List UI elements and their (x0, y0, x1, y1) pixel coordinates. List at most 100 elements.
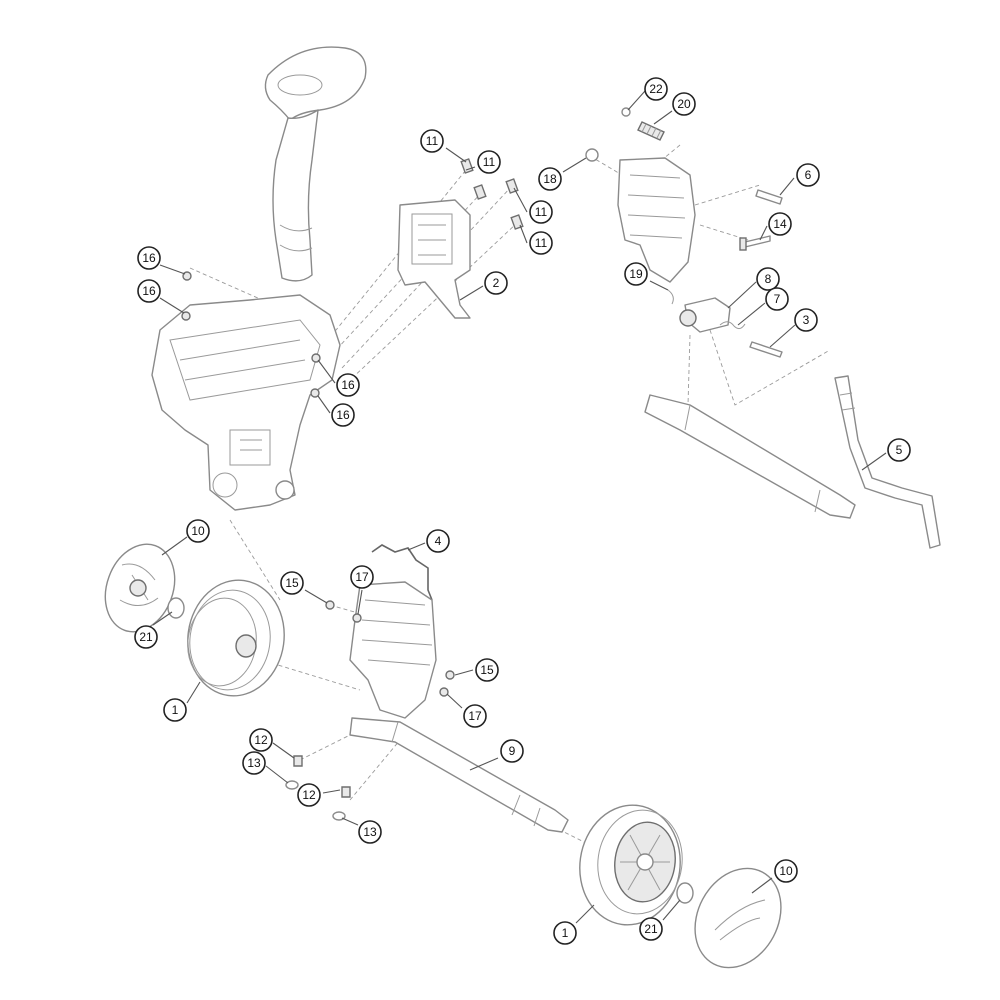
leader-lines (152, 90, 887, 924)
callout-21[interactable]: 21 (639, 917, 663, 941)
callout-17[interactable]: 17 (350, 565, 374, 589)
gear-housing (151, 294, 341, 511)
callout-10[interactable]: 10 (186, 519, 210, 543)
callout-15[interactable]: 15 (475, 658, 499, 682)
svg-text:15: 15 (285, 576, 299, 590)
svg-text:13: 13 (247, 756, 261, 770)
callout-17[interactable]: 17 (463, 704, 487, 728)
svg-text:5: 5 (896, 443, 903, 457)
callout-5[interactable]: 5 (887, 438, 911, 462)
callouts: 22 20 11 11 18 11 11 6 14 16 2 19 8 16 7… (134, 77, 911, 945)
upper-axle-tube (644, 394, 856, 519)
svg-text:11: 11 (535, 236, 548, 250)
svg-text:11: 11 (483, 155, 496, 169)
svg-text:9: 9 (509, 744, 516, 758)
washer-left-part-21 (167, 597, 185, 619)
callout-14[interactable]: 14 (768, 212, 792, 236)
callout-16[interactable]: 16 (336, 373, 360, 397)
spring-part-20 (637, 121, 665, 141)
washer-right-part-21 (676, 882, 694, 904)
handle-grip (264, 46, 367, 121)
clip-part-19 (667, 289, 674, 305)
svg-text:3: 3 (803, 313, 810, 327)
svg-text:10: 10 (779, 864, 793, 878)
svg-text:12: 12 (254, 733, 268, 747)
svg-text:1: 1 (562, 926, 569, 940)
svg-text:21: 21 (644, 922, 658, 936)
svg-text:11: 11 (535, 205, 548, 219)
screw-part-15-lower (445, 670, 455, 680)
callout-6[interactable]: 6 (796, 163, 820, 187)
callout-2[interactable]: 2 (484, 271, 508, 295)
axle-part-9 (349, 717, 569, 833)
screws-part-12 (293, 755, 351, 798)
callout-22[interactable]: 22 (644, 77, 668, 101)
spring-part-7 (719, 321, 746, 330)
wheel-left-part-1 (187, 579, 285, 697)
callout-20[interactable]: 20 (672, 92, 696, 116)
svg-text:7: 7 (774, 292, 781, 306)
callout-21[interactable]: 21 (134, 625, 158, 649)
svg-text:17: 17 (355, 570, 369, 584)
screw-part-15-upper (325, 600, 335, 610)
callout-16[interactable]: 16 (137, 279, 161, 303)
handle-stem (272, 109, 319, 282)
callout-9[interactable]: 9 (500, 739, 524, 763)
pin-part-3 (749, 341, 783, 358)
callout-4[interactable]: 4 (426, 529, 450, 553)
svg-text:16: 16 (142, 251, 156, 265)
callout-3[interactable]: 3 (794, 308, 818, 332)
svg-text:22: 22 (649, 82, 663, 96)
callout-11[interactable]: 11 (420, 129, 444, 153)
svg-text:15: 15 (480, 663, 494, 677)
callout-18[interactable]: 18 (538, 167, 562, 191)
callout-7[interactable]: 7 (765, 287, 789, 311)
svg-text:10: 10 (191, 524, 205, 538)
nuts-part-13 (285, 780, 346, 821)
callout-1[interactable]: 1 (163, 698, 187, 722)
crank-lever-part-5 (834, 375, 941, 549)
callout-10[interactable]: 10 (774, 859, 798, 883)
callout-12[interactable]: 12 (297, 783, 321, 807)
pin-part-6 (755, 189, 783, 205)
svg-text:1: 1 (172, 703, 179, 717)
callout-11[interactable]: 11 (529, 231, 553, 255)
axle-bracket (349, 581, 437, 719)
screw-part-17-upper (352, 613, 362, 623)
callout-13[interactable]: 13 (358, 820, 382, 844)
bolt-part-14 (739, 235, 771, 251)
wire-part-4 (371, 544, 433, 601)
wheel-right-part-1 (579, 804, 683, 926)
callout-16[interactable]: 16 (137, 246, 161, 270)
svg-text:16: 16 (341, 378, 355, 392)
hubcap-right-part-10 (694, 867, 782, 969)
callout-1[interactable]: 1 (553, 921, 577, 945)
callout-8[interactable]: 8 (756, 267, 780, 291)
spacer-part-18 (585, 148, 599, 162)
callout-16[interactable]: 16 (331, 403, 355, 427)
callout-11[interactable]: 11 (477, 150, 501, 174)
svg-text:2: 2 (493, 276, 500, 290)
callout-12[interactable]: 12 (249, 728, 273, 752)
svg-text:14: 14 (773, 217, 787, 231)
latch-part-8 (679, 297, 731, 333)
svg-text:6: 6 (805, 168, 812, 182)
svg-text:16: 16 (142, 284, 156, 298)
svg-text:11: 11 (426, 134, 439, 148)
callout-15[interactable]: 15 (280, 571, 304, 595)
callout-11[interactable]: 11 (529, 200, 553, 224)
handle-housing-assembly (151, 46, 367, 511)
svg-text:17: 17 (468, 709, 482, 723)
svg-text:13: 13 (363, 825, 377, 839)
callout-19[interactable]: 19 (624, 262, 648, 286)
pivot-bracket-assembly (617, 157, 696, 283)
svg-text:21: 21 (139, 630, 153, 644)
svg-text:19: 19 (629, 267, 643, 281)
svg-text:4: 4 (435, 534, 442, 548)
svg-text:18: 18 (543, 172, 557, 186)
screw-part-17-lower (439, 687, 449, 697)
bracket-part-2 (397, 199, 471, 319)
svg-text:20: 20 (677, 97, 691, 111)
callout-13[interactable]: 13 (242, 751, 266, 775)
